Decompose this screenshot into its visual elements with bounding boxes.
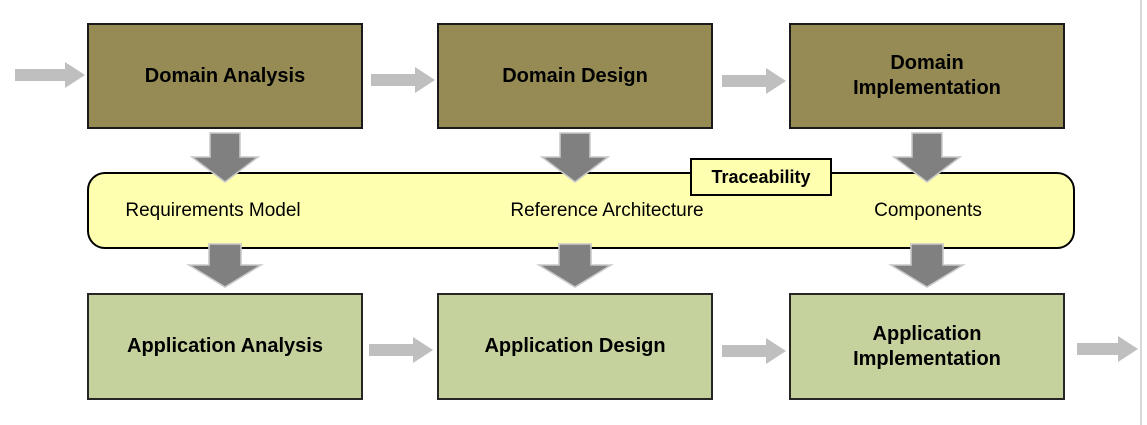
band-to-application-design-arrow xyxy=(536,243,614,288)
box-label: Domain Analysis xyxy=(144,64,306,87)
domain-analysis-to-domain-design-arrow xyxy=(371,67,435,93)
application-design-to-application-implementation-arrow xyxy=(722,338,786,364)
domain-design-to-domain-implementation-arrow xyxy=(722,68,786,94)
band-item-reference-architecture: Reference Architecture xyxy=(510,199,704,221)
application-implementation-box: Application Implementation xyxy=(789,293,1065,400)
band-to-application-implementation-arrow xyxy=(888,243,966,288)
entry-to-domain-analysis-arrow xyxy=(15,62,85,88)
application-implementation-exit-arrow xyxy=(1077,336,1138,362)
band-item-components: Components xyxy=(874,199,982,221)
box-label: Application Analysis xyxy=(127,335,323,357)
application-design-box: Application Design xyxy=(437,293,713,400)
band-item-requirements-model: Requirements Model xyxy=(125,199,301,221)
box-label: Application Implementation xyxy=(853,322,1001,370)
traceability-tag-label: Traceability xyxy=(711,166,811,187)
domain-design-box: Domain Design xyxy=(437,23,713,129)
application-analysis-to-application-design-arrow xyxy=(369,337,433,363)
traceability-tag: Traceability xyxy=(690,158,832,196)
domain-analysis-box: Domain Analysis xyxy=(87,23,363,129)
box-label: Domain Design xyxy=(502,64,648,87)
page-edge-line xyxy=(1140,0,1142,425)
box-label: Application Design xyxy=(484,335,666,357)
box-label: Domain Implementation xyxy=(853,52,1001,99)
application-analysis-box: Application Analysis xyxy=(87,293,363,400)
band-to-application-analysis-arrow xyxy=(186,243,264,288)
domain-implementation-box: Domain Implementation xyxy=(789,23,1065,129)
